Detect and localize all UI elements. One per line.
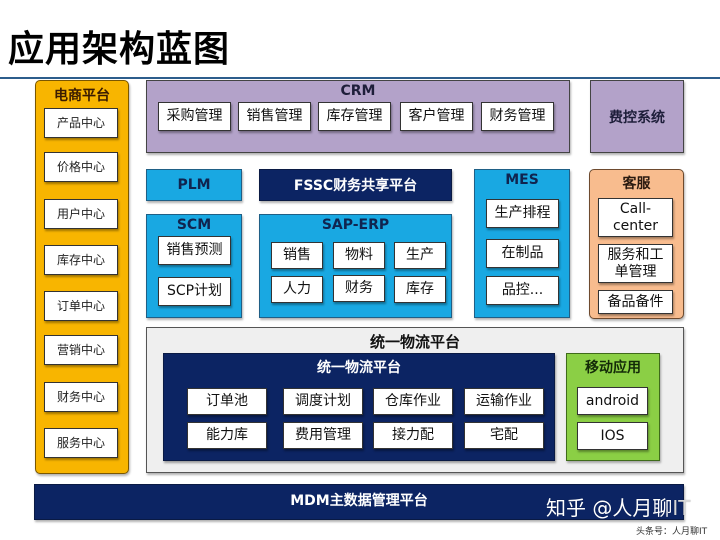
- ecommerce-item-finance-center[interactable]: 财务中心: [44, 382, 118, 412]
- logistics-item-order-pool[interactable]: 订单池: [187, 388, 267, 415]
- sap-item-sales[interactable]: 销售: [271, 242, 323, 269]
- logistics-item-home-delivery[interactable]: 宅配: [464, 422, 544, 449]
- sap-item-material[interactable]: 物料: [333, 242, 385, 269]
- crm-item-procurement[interactable]: 采购管理: [158, 102, 231, 131]
- ecommerce-item-product-center[interactable]: 产品中心: [44, 108, 118, 138]
- ecommerce-item-user-center[interactable]: 用户中心: [44, 199, 118, 229]
- unified-logistics-inner-label: 统一物流平台: [317, 360, 401, 376]
- ecommerce-platform-panel: 电商平台: [35, 80, 129, 474]
- mdm-platform-bar[interactable]: MDM主数据管理平台: [34, 484, 684, 520]
- mes-item-wip[interactable]: 在制品: [486, 239, 559, 268]
- scm-item-scp-plan[interactable]: SCP计划: [158, 277, 231, 306]
- mobile-apps-label: 移动应用: [585, 360, 641, 376]
- logistics-item-cost-management[interactable]: 费用管理: [283, 422, 363, 449]
- page-title: 应用架构蓝图: [8, 29, 231, 70]
- mdm-platform-label: MDM主数据管理平台: [290, 493, 428, 509]
- sap-item-inventory[interactable]: 库存: [394, 276, 446, 303]
- crm-item-customer[interactable]: 客户管理: [400, 102, 473, 131]
- toutiao-watermark: 头条号：人月聊IT: [636, 527, 708, 537]
- plm-panel[interactable]: PLM: [146, 169, 242, 201]
- title-divider: [0, 77, 720, 79]
- unified-logistics-outer-label: 统一物流平台: [369, 333, 460, 351]
- ecommerce-item-inventory-center[interactable]: 库存中心: [44, 245, 118, 275]
- sap-item-finance[interactable]: 财务: [333, 275, 385, 302]
- expense-control-system[interactable]: 费控系统: [590, 80, 684, 153]
- ecommerce-platform-label: 电商平台: [54, 88, 110, 104]
- logistics-item-dispatch-plan[interactable]: 调度计划: [283, 388, 363, 415]
- crm-item-finance[interactable]: 财务管理: [481, 102, 554, 131]
- mes-label: MES: [505, 172, 539, 188]
- mes-item-scheduling[interactable]: 生产排程: [486, 199, 559, 228]
- crm-item-sales[interactable]: 销售管理: [238, 102, 311, 131]
- mes-item-quality-control[interactable]: 品控...: [486, 276, 559, 305]
- fssc-panel[interactable]: FSSC财务共享平台: [259, 169, 452, 201]
- logistics-item-transport-ops[interactable]: 运输作业: [464, 388, 544, 415]
- sap-item-hr[interactable]: 人力: [271, 276, 323, 303]
- sap-erp-label: SAP-ERP: [321, 217, 390, 233]
- cs-item-call-center[interactable]: Call- center: [598, 198, 673, 237]
- ecommerce-item-marketing-center[interactable]: 营销中心: [44, 335, 118, 365]
- ecommerce-item-service-center[interactable]: 服务中心: [44, 428, 118, 458]
- mobile-item-ios[interactable]: IOS: [577, 422, 648, 450]
- mobile-item-android[interactable]: android: [577, 387, 648, 415]
- ecommerce-item-price-center[interactable]: 价格中心: [44, 152, 118, 182]
- logistics-item-warehouse-ops[interactable]: 仓库作业: [373, 388, 453, 415]
- watermark-main-text: 知乎 @人月聊: [546, 496, 673, 520]
- crm-item-inventory[interactable]: 库存管理: [318, 102, 391, 131]
- ecommerce-item-order-center[interactable]: 订单中心: [44, 291, 118, 321]
- scm-item-sales-forecast[interactable]: 销售预测: [158, 236, 231, 265]
- sap-item-production[interactable]: 生产: [394, 242, 446, 269]
- logistics-item-relay-delivery[interactable]: 接力配: [373, 422, 453, 449]
- crm-label: CRM: [340, 83, 376, 99]
- watermark-tail-text: IT: [672, 496, 691, 520]
- cs-item-ticket-management[interactable]: 服务和工 单管理: [598, 244, 673, 283]
- scm-label: SCM: [176, 217, 212, 233]
- zhihu-watermark: 知乎 @人月聊IT: [546, 495, 690, 521]
- logistics-item-capacity-pool[interactable]: 能力库: [187, 422, 267, 449]
- cs-item-spare-parts[interactable]: 备品备件: [598, 290, 673, 314]
- customer-service-label: 客服: [622, 176, 651, 192]
